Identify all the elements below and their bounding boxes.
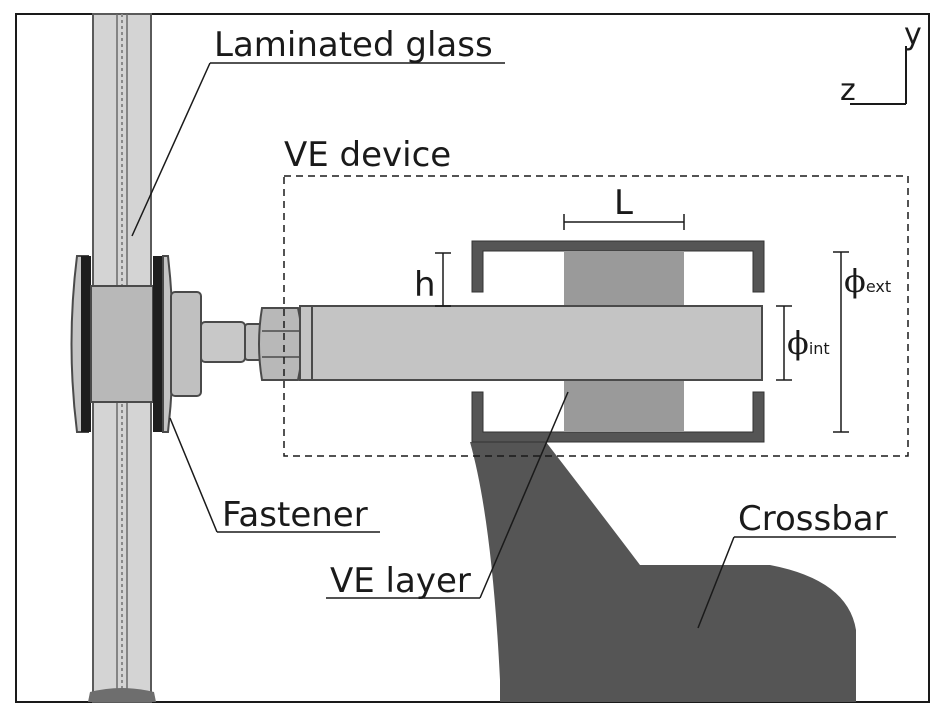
device-casing [471,240,765,443]
ve-device-label: VE device [284,135,451,175]
ve-layer-label: VE layer [330,561,471,601]
axis-y-label: y [904,17,922,52]
axis-z-label: z [840,73,856,108]
inner-rod [299,305,763,381]
dimension-l-label: L [614,183,633,223]
crossbar-shape [470,442,856,702]
dimension-h [435,252,451,307]
dimension-h-label: h [414,265,436,305]
crossbar-leader [697,536,735,629]
fastener-leader [169,417,218,533]
dimension-l [563,214,685,230]
fastener-label: Fastener [222,495,368,535]
laminated-glass-label: Laminated glass [214,25,493,65]
phi-int-label: ϕint [787,324,830,362]
ve-device-boundary [283,175,909,457]
dimension-phi-int [776,305,792,381]
ve-layer-bottom [564,380,684,432]
ve-layer-leader [479,391,569,599]
phi-ext-label: ϕext [844,262,891,300]
laminated-glass-leader [131,62,211,237]
dimension-phi-ext [833,251,849,433]
coordinate-axes [850,46,907,105]
crossbar-label: Crossbar [738,499,888,539]
fastener-assembly [70,255,303,433]
ve-layer-top [564,251,684,306]
